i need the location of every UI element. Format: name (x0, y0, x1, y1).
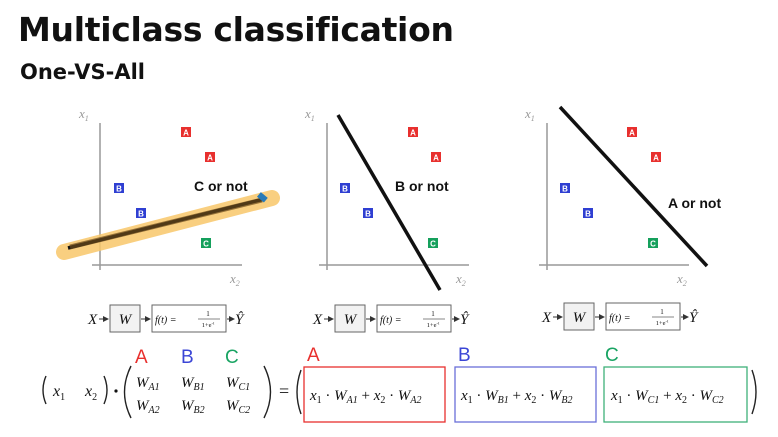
panel-b-or-not: x1 x2 A A B B C B or not (304, 106, 469, 291)
input-x: X (312, 312, 323, 328)
result-label-c: C (605, 345, 619, 366)
weight-box (563, 302, 595, 331)
sigmoid-den: 1+e-t (656, 319, 669, 328)
result-box-b (454, 366, 597, 423)
output-y: Ŷ (235, 311, 245, 328)
point-b: B (560, 183, 570, 194)
result-label-b: B (458, 345, 471, 366)
weight-b1: WB1 (181, 375, 205, 393)
y-axis-label: x1 (78, 106, 89, 123)
point-c: C (648, 238, 658, 249)
output-y: Ŷ (460, 311, 470, 328)
svg-text:B: B (585, 210, 591, 219)
svg-text:B: B (562, 185, 568, 194)
panel-label: C or not (194, 178, 248, 194)
result-box-c (603, 366, 748, 423)
weight-a1: WA1 (136, 375, 160, 393)
sigmoid-box (151, 304, 227, 333)
point-b: B (136, 208, 146, 219)
col-label-b: B (181, 347, 194, 368)
svg-text:A: A (433, 154, 439, 163)
point-a: A (627, 127, 637, 138)
point-b: B (114, 183, 124, 194)
col-label-a: A (135, 347, 148, 368)
svg-text:C: C (203, 240, 209, 249)
result-label-a: A (307, 345, 320, 366)
x-axis-label: x2 (455, 271, 466, 288)
weight-label: W (344, 312, 358, 328)
svg-text:B: B (116, 185, 122, 194)
weight-b2: WB2 (181, 398, 205, 416)
panel-label: B or not (395, 178, 449, 194)
weight-c1: WC1 (226, 375, 250, 393)
pipeline-2: X W f(t) = 1 1+e-t Ŷ (312, 304, 470, 333)
svg-text:C: C (650, 240, 656, 249)
sigmoid-func: f(t) = (609, 313, 630, 324)
point-a: A (181, 127, 191, 138)
sigmoid-num: 1 (206, 310, 210, 318)
result-box-a (303, 366, 446, 423)
weight-label: W (573, 310, 587, 326)
sigmoid-num: 1 (431, 310, 435, 318)
panel-c-or-not: x1 x2 A A B B C C or not (56, 106, 280, 288)
weight-box (334, 304, 366, 333)
sigmoid-den: 1+e-t (427, 321, 440, 330)
y-axis-label: x1 (304, 106, 315, 123)
point-a: A (651, 152, 661, 163)
decision-boundary (336, 114, 442, 291)
svg-text:A: A (629, 129, 635, 138)
result-expr-a: x1 · WA1 + x2 · WA2 (309, 388, 422, 406)
output-y: Ŷ (689, 309, 699, 326)
svg-text:C: C (430, 240, 436, 249)
col-label-c: C (225, 347, 239, 368)
panel-a-or-not: x1 x2 A A B B C A or not (524, 105, 721, 288)
sigmoid-den: 1+e-t (202, 321, 215, 330)
result-expr-c: x1 · WC1 + x2 · WC2 (610, 388, 724, 406)
svg-text:A: A (653, 154, 659, 163)
pen-tip-icon (257, 192, 268, 203)
sigmoid-num: 1 (660, 308, 664, 316)
weight-c2: WC2 (226, 398, 250, 416)
point-a: A (431, 152, 441, 163)
page-subtitle: One-VS-All (20, 60, 145, 84)
svg-text:B: B (342, 185, 348, 194)
input-x: X (87, 312, 98, 328)
point-b: B (583, 208, 593, 219)
result-expr-b: x1 · WB1 + x2 · WB2 (460, 388, 573, 406)
point-c: C (201, 238, 211, 249)
svg-text:A: A (183, 129, 189, 138)
point-a: A (205, 152, 215, 163)
weight-a2: WA2 (136, 398, 160, 416)
point-b: B (363, 208, 373, 219)
x-axis-label: x2 (676, 271, 687, 288)
weight-box (109, 304, 141, 333)
sigmoid-func: f(t) = (155, 315, 176, 326)
sigmoid-func: f(t) = (380, 315, 401, 326)
page-title: Multiclass classification (18, 10, 454, 49)
svg-text:A: A (207, 154, 213, 163)
pipeline-1: X W f(t) = 1 1+e-t Ŷ (87, 304, 245, 333)
matrix-equation: A B C x1 x2 WA1 WB1 WC1 WA2 WB2 WC2 = A … (42, 345, 757, 423)
sigmoid-box (376, 304, 452, 333)
panel-label: A or not (668, 195, 721, 211)
sigmoid-box (605, 302, 681, 331)
point-b: B (340, 183, 350, 194)
x-axis-label: x2 (229, 271, 240, 288)
weight-label: W (119, 312, 133, 328)
equals-sign: = (279, 381, 289, 401)
decision-boundary (558, 105, 709, 268)
input-x: X (541, 310, 552, 326)
svg-text:B: B (365, 210, 371, 219)
svg-text:B: B (138, 210, 144, 219)
y-axis-label: x1 (524, 106, 535, 123)
vector-x1: x1 (52, 383, 65, 403)
pipeline-3: X W f(t) = 1 1+e-t Ŷ (541, 302, 699, 331)
pen-stroke (69, 197, 263, 250)
vector-x2: x2 (84, 383, 97, 403)
point-a: A (408, 127, 418, 138)
point-c: C (428, 238, 438, 249)
svg-text:A: A (410, 129, 416, 138)
